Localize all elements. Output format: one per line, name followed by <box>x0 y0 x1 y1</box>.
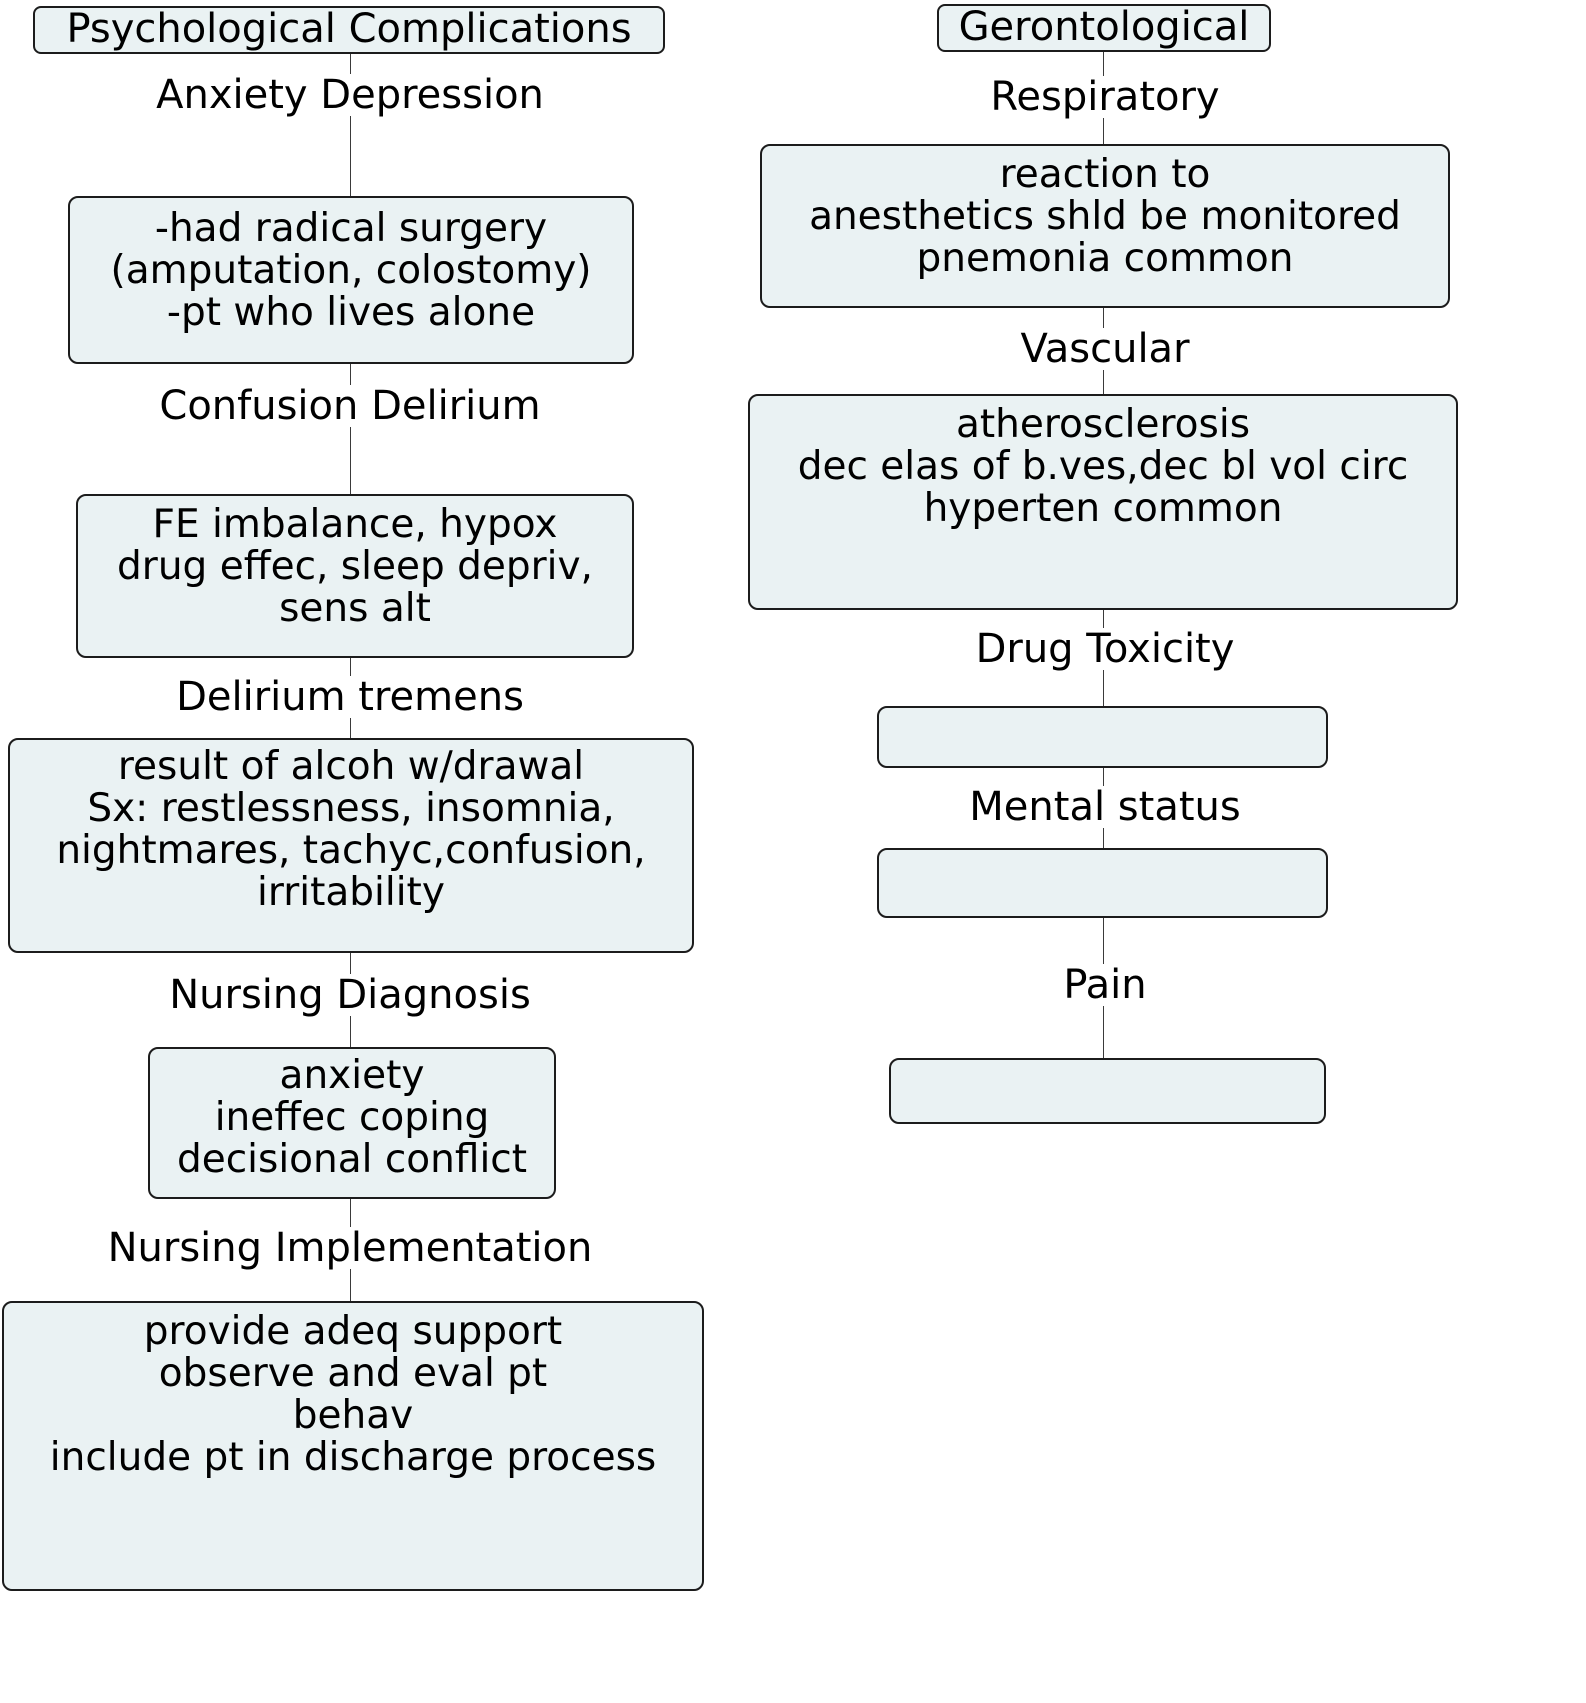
node-line: hyperten common <box>923 486 1283 532</box>
node-line: (amputation, colostomy) <box>110 248 592 294</box>
node-vascular-detail[interactable]: atherosclerosis dec elas of b.ves,dec bl… <box>748 394 1458 610</box>
node-line: result of alcoh w/drawal <box>117 744 585 789</box>
edge-label-vascular: Vascular <box>920 328 1290 370</box>
node-nursing-implementation-detail[interactable]: provide adeq support observe and eval pt… <box>2 1301 704 1591</box>
edge-label-nursing-implementation: Nursing Implementation <box>50 1227 650 1269</box>
node-line: atherosclerosis <box>955 402 1251 447</box>
node-line: reaction to <box>999 152 1211 197</box>
node-line: anesthetics shld be monitored <box>809 194 1401 240</box>
node-delirium-tremens-detail[interactable]: result of alcoh w/drawal Sx: restlessnes… <box>8 738 694 953</box>
edge-label-anxiety-depression: Anxiety Depression <box>140 74 560 116</box>
node-line: decisional conflict <box>176 1137 528 1183</box>
edge-label-delirium-tremens: Delirium tremens <box>120 676 580 718</box>
node-nursing-diagnosis-detail[interactable]: anxiety ineffec coping decisional confli… <box>148 1047 556 1199</box>
node-mental-status-empty[interactable] <box>877 848 1328 918</box>
node-radical-surgery[interactable]: -had radical surgery (amputation, colost… <box>68 196 634 364</box>
node-line: sens alt <box>279 586 431 632</box>
edge-label-line-nursing-implementation: Nursing Implementation <box>107 1225 593 1271</box>
node-line: FE imbalance, hypox <box>152 502 558 547</box>
node-line: -pt who lives alone <box>166 290 536 336</box>
node-drug-toxicity-empty[interactable] <box>877 706 1328 768</box>
node-line: behav <box>292 1393 414 1439</box>
edge-label-line-pain: Pain <box>1063 962 1147 1008</box>
node-line: dec elas of b.ves,dec bl vol circ <box>797 444 1409 490</box>
edge-label-line-delirium: Delirium <box>371 383 541 429</box>
edge-label-line-nursing-diagnosis: Nursing Diagnosis <box>169 972 531 1018</box>
edge-label-line-anxiety: Anxiety <box>156 72 308 118</box>
edge-label-nursing-diagnosis: Nursing Diagnosis <box>110 974 590 1016</box>
node-root-psychological-label: Psychological Complications <box>66 6 632 53</box>
edge-label-line-respiratory: Respiratory <box>990 74 1220 120</box>
node-line: Sx: restlessness, insomnia, <box>87 786 615 832</box>
edge-label-line-depression: Depression <box>320 72 544 118</box>
edge-label-pain: Pain <box>960 964 1250 1006</box>
edge-label-confusion-delirium: Confusion Delirium <box>140 385 560 427</box>
edge-label-line-vascular: Vascular <box>1020 326 1190 372</box>
connector-right-n5-to-n6 <box>1103 1024 1104 1064</box>
node-line: anxiety <box>279 1053 425 1098</box>
edge-label-line-delirium-tremens: Delirium tremens <box>176 674 524 720</box>
node-root-psychological[interactable]: Psychological Complications <box>33 6 665 54</box>
edge-label-line-mental-status: Mental status <box>969 784 1241 830</box>
node-line: provide adeq support <box>143 1309 563 1354</box>
node-line: drug effec, sleep depriv, <box>117 544 593 590</box>
edge-label-mental-status: Mental status <box>905 786 1305 828</box>
edge-label-drug-toxicity: Drug Toxicity <box>905 628 1305 670</box>
node-line: -had radical surgery <box>154 206 548 251</box>
node-line: include pt in discharge process <box>49 1435 657 1481</box>
node-fe-imbalance[interactable]: FE imbalance, hypox drug effec, sleep de… <box>76 494 634 658</box>
node-line: irritability <box>257 870 445 916</box>
edge-label-line-confusion: Confusion <box>159 383 359 429</box>
node-line: pnemonia common <box>916 236 1294 282</box>
node-root-gerontological[interactable]: Gerontological <box>937 4 1271 52</box>
node-line: observe and eval pt <box>158 1351 548 1397</box>
node-root-gerontological-label: Gerontological <box>958 4 1250 51</box>
edge-label-line-drug-toxicity: Drug Toxicity <box>975 626 1235 672</box>
node-line: nightmares, tachyc,confusion, <box>56 828 646 874</box>
connector-left-root-to-n1 <box>350 54 351 210</box>
edge-label-respiratory: Respiratory <box>900 76 1310 118</box>
node-respiratory-detail[interactable]: reaction to anesthetics shld be monitore… <box>760 144 1450 308</box>
node-line: ineffec coping <box>214 1095 490 1141</box>
node-pain-empty[interactable] <box>889 1058 1326 1124</box>
connector-left-n1-to-n2 <box>350 364 351 494</box>
